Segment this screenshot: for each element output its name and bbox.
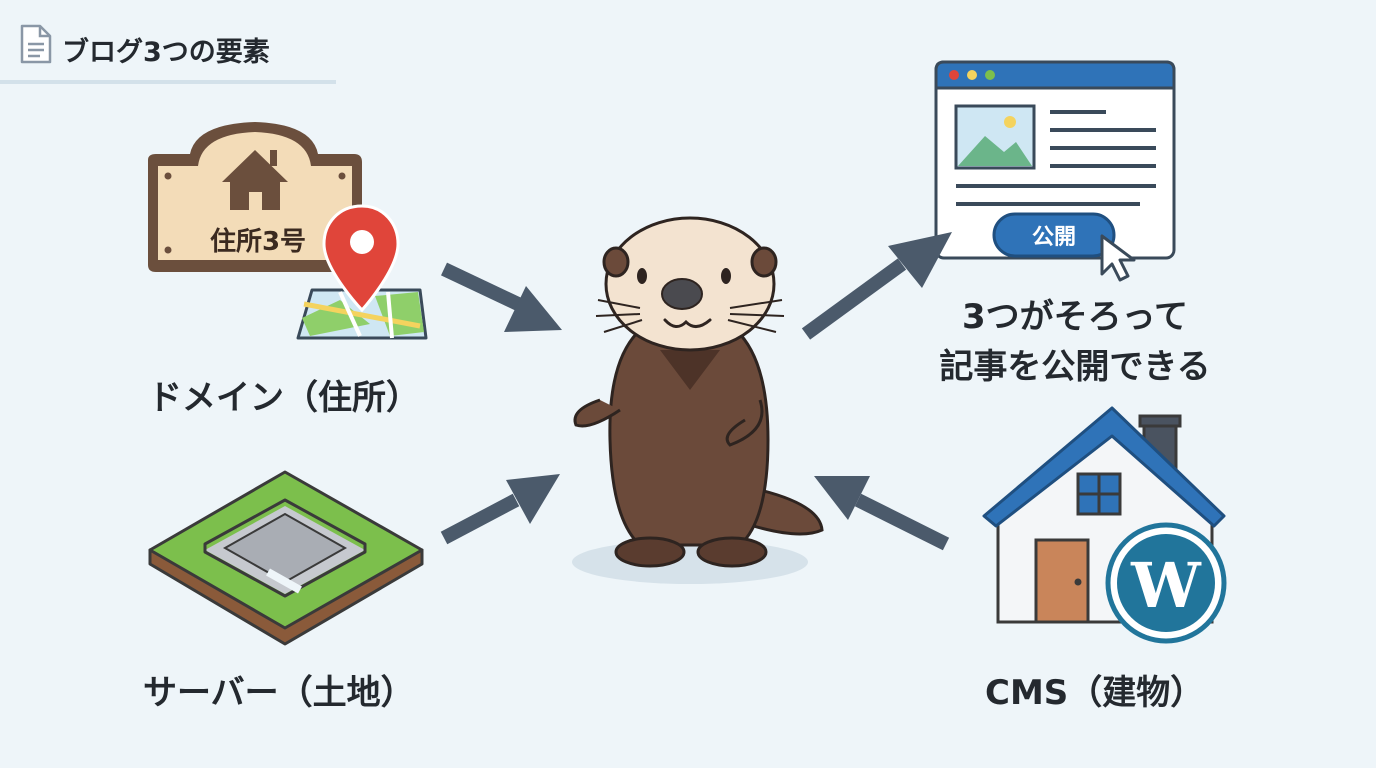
publish-button-label: 公開 <box>1032 225 1076 250</box>
domain-label: ドメイン（住所） <box>148 378 420 418</box>
document-icon <box>20 24 52 64</box>
svg-text:W: W <box>1130 549 1202 622</box>
server-label: サーバー（土地） <box>143 673 415 713</box>
publish-button[interactable]: 公開 <box>992 212 1116 258</box>
result-line-2: 記事を公開できる <box>939 347 1211 387</box>
arrow-server-to-center <box>440 474 560 545</box>
result-line-1: 3つがそろって <box>962 297 1188 337</box>
house-sign-icon <box>148 122 362 272</box>
cursor-icon <box>1100 234 1136 282</box>
page-title: ブログ3つの要素 <box>62 37 270 68</box>
map-pin-icon <box>322 204 400 313</box>
arrow-domain-to-center <box>441 262 562 332</box>
sea-otter-icon <box>572 216 824 584</box>
wordpress-logo-icon: W <box>1105 522 1227 644</box>
cms-label: CMS（建物） <box>985 673 1205 713</box>
arrow-cms-to-center <box>814 476 950 551</box>
land-plot-icon <box>148 470 424 646</box>
arrow-center-to-result <box>801 232 952 340</box>
browser-window-icon <box>934 60 1176 260</box>
result-caption: 3つがそろって 記事を公開できる <box>920 292 1230 392</box>
sign-text: 住所3号 <box>210 226 306 257</box>
map-icon <box>296 288 428 340</box>
